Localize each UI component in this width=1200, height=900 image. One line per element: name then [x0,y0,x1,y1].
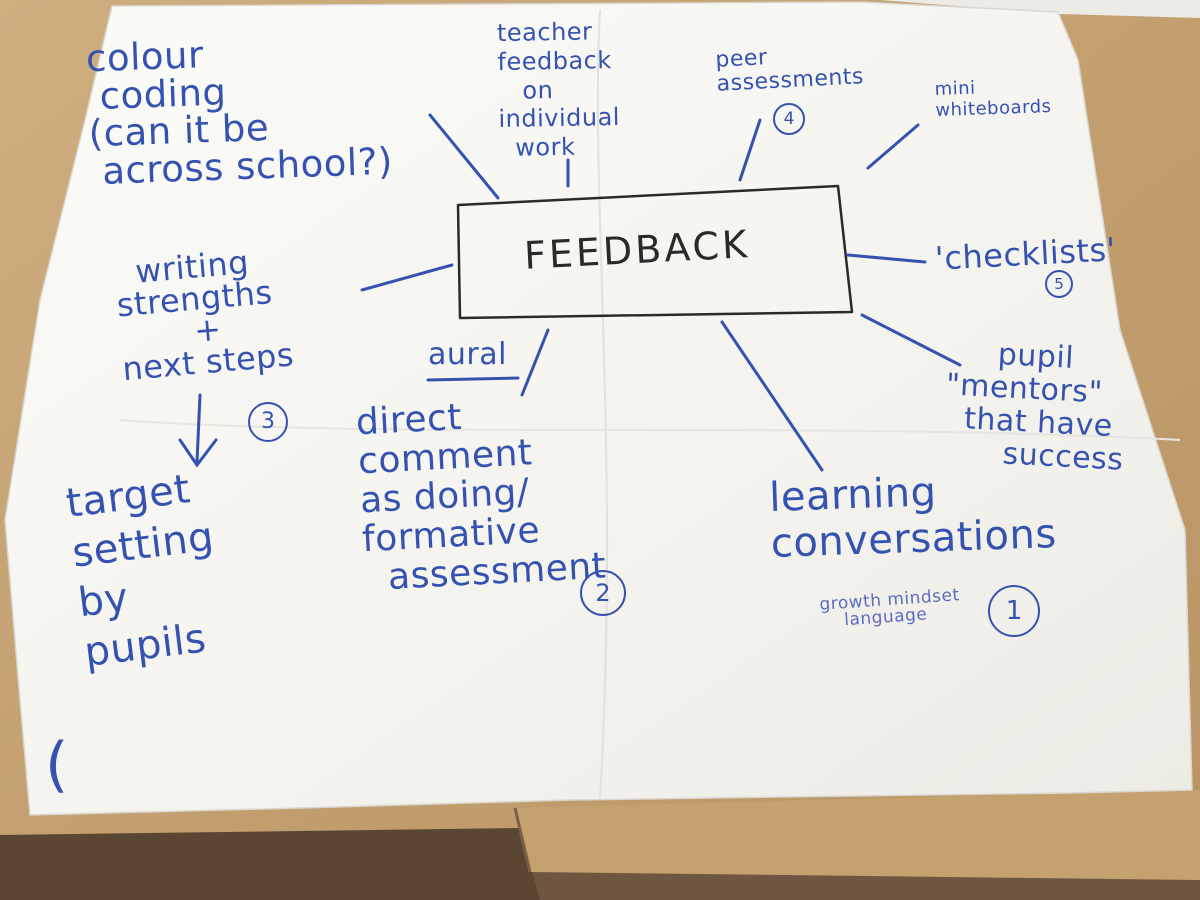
branch-peer-assessments: peer assessments [714,45,865,98]
paper-strip-top-right [880,0,1200,18]
branch-line-checklists [846,253,927,264]
down-arrow-head [178,438,218,468]
priority-number-4: 4 [773,103,805,135]
branch-colour-coding: colour coding (can it be across school?) [85,33,394,194]
branch-line-direct-comment [520,328,550,397]
flipchart-paper [4,1,1193,816]
aural-underline [426,376,520,382]
branch-line-colour-coding [428,113,500,200]
down-arrow-shaft [195,393,202,464]
open-parenthesis: ( [45,730,69,800]
branch-checklists: 'checklists' [934,230,1117,278]
table-gap [513,807,532,873]
branch-target-setting: target setting by pupils [63,466,217,676]
floor-shade [0,828,540,900]
branch-line-pupil-mentors [860,313,962,367]
branch-learning-conversations: learning conversations [768,469,1058,567]
branch-direct-comment: direct comment as doing/ formative asses… [354,396,608,599]
branch-line-mini-whiteboards [866,123,920,170]
branch-line-peer-assessments [738,118,762,182]
branch-mini-whiteboards: mini whiteboards [934,77,1052,121]
priority-number-1: 1 [988,585,1040,637]
priority-number-5: 5 [1045,270,1073,298]
branch-line-learning-conversations [720,320,824,472]
paper-crease [596,9,609,801]
table-edge-right [515,790,1200,880]
branch-teacher-feedback: teacher feedback on individual work [496,17,621,163]
branch-line-writing-strengths [360,263,454,292]
branch-writing-strengths: writing strengths + next steps [112,242,296,389]
branch-pupil-mentors: pupil "mentors" that have success [941,334,1125,478]
priority-number-2: 2 [580,570,626,616]
feedback-box [456,184,854,320]
branch-aural: aural [428,337,507,372]
priority-number-3: 3 [248,402,288,442]
